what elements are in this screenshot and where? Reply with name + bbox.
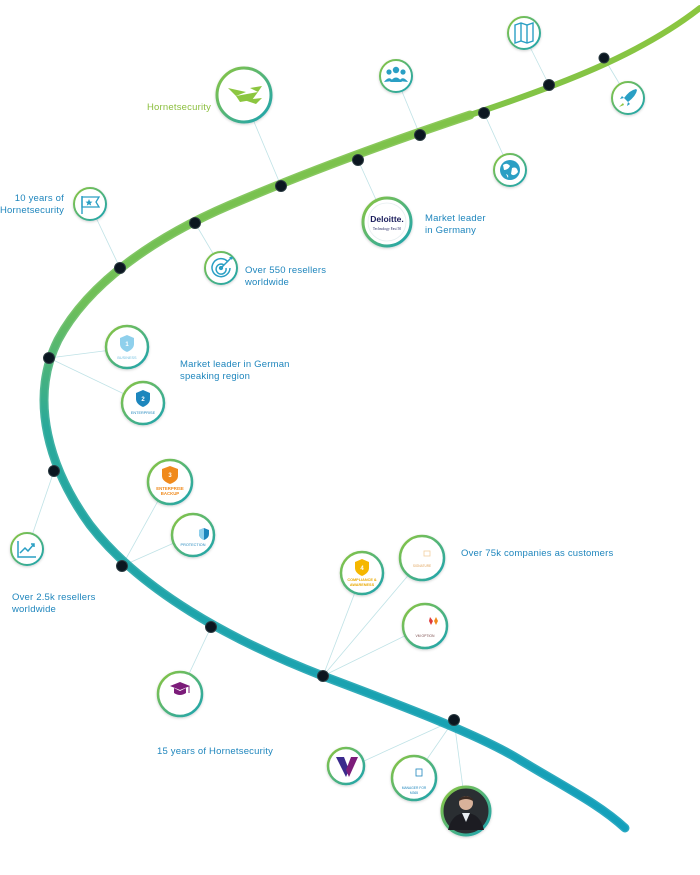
growth-chart-icon (17, 541, 36, 558)
person-photo (448, 796, 484, 830)
milestone-business: 1 BUSINESS (104, 324, 150, 370)
globe-icon (500, 160, 520, 180)
milestone-growth-chart (10, 532, 44, 566)
timeline-dot (317, 670, 329, 682)
business-number: 1 (125, 342, 129, 348)
shield-icon (120, 335, 134, 352)
label-hornetsecurity: Hornetsecurity (147, 102, 212, 113)
label-companies-75k: Over 75k companies as customers (461, 548, 614, 559)
milestone-signature: SIGNATURE (398, 534, 446, 582)
milestone-globe (493, 153, 527, 187)
enterprise-backup-number: 3 (168, 473, 172, 479)
milestone-enterprise-backup: 3 ENTERPRISE BACKUP (146, 458, 194, 506)
compliance-number: 4 (360, 566, 364, 572)
connector-lines (26, 34, 629, 812)
enterprise-backup-label-2: BACKUP (161, 491, 180, 496)
flag-star-icon (81, 196, 101, 214)
compliance-label-1: COMPLIANCE & (347, 578, 377, 582)
timeline-dot (448, 714, 460, 726)
label-resellers-550: Over 550 resellers worldwide (245, 265, 327, 288)
business-label: BUSINESS (117, 356, 137, 360)
timeline-dot (543, 79, 555, 91)
timeline-dot (352, 154, 364, 166)
timeline-dot (598, 52, 610, 64)
timeline-dot (48, 465, 60, 477)
rocket-icon (619, 89, 637, 107)
timeline-dot (43, 352, 55, 364)
milestone-v-logo (326, 746, 366, 786)
v-logo-icon (336, 757, 358, 777)
label-market-leader-german-region: Market leader in German speaking region (180, 359, 290, 382)
milestone-flag (73, 187, 107, 221)
target-icon (211, 257, 233, 278)
milestone-protection: PROTECTION (170, 512, 216, 558)
deloitte-sub: Technology Fast 50 (373, 227, 401, 231)
label-market-leader-germany: Market leader in Germany (425, 213, 486, 236)
protection-label: PROTECTION (181, 543, 206, 547)
timeline-dots (43, 52, 610, 726)
milestone-hornet-logo (215, 66, 273, 124)
milestone-enterprise: 2 ENTERPRISE (120, 380, 166, 426)
milestone-vm-option: VM OPTION (401, 602, 449, 650)
enterprise-label: ENTERPRISE (131, 411, 156, 415)
timeline-dot (275, 180, 287, 192)
vm-option-label: VM OPTION (415, 634, 435, 638)
timeline-dot (116, 560, 128, 572)
milestone-target (204, 251, 238, 285)
manager-label-2: M365 (410, 791, 418, 795)
manager-label-1: MANAGER FOR (402, 786, 427, 790)
timeline-dot (205, 621, 217, 633)
label-fifteen-years: 15 years of Hornetsecurity (157, 746, 274, 757)
label-resellers-2-5k: Over 2.5k resellers worldwide (12, 592, 96, 615)
milestone-graduation (156, 670, 204, 718)
people-icon (384, 66, 408, 82)
hornet-logo-icon (228, 86, 262, 104)
milestone-person (440, 785, 492, 837)
timeline-dot (114, 262, 126, 274)
enterprise-backup-label-1: ENTERPRISE (156, 486, 184, 491)
graduation-cap-icon (170, 682, 190, 695)
milestone-compliance: 4 COMPLIANCE & AWARENESS (339, 550, 385, 596)
enterprise-number: 2 (141, 397, 145, 403)
signature-label: SIGNATURE (413, 564, 431, 568)
shield-icon (136, 390, 150, 407)
signature-icon (423, 550, 431, 557)
milestone-people (379, 59, 413, 93)
shield-icon (355, 559, 369, 576)
shield-icon (162, 466, 178, 484)
timeline-dot (478, 107, 490, 119)
timeline-dot (414, 129, 426, 141)
deloitte-name: Deloitte. (370, 214, 404, 224)
milestone-rocket (611, 81, 645, 115)
vm-option-icon (429, 617, 438, 625)
timeline-dot (189, 217, 201, 229)
milestone-manager-m365: MANAGER FOR M365 (390, 754, 438, 802)
milestone-deloitte: Deloitte. Technology Fast 50 (361, 196, 413, 248)
map-icon (514, 22, 534, 44)
label-ten-years: 10 years of Hornetsecurity (0, 193, 65, 216)
milestone-map (507, 16, 541, 50)
manager-icon (415, 768, 423, 777)
compliance-label-2: AWARENESS (350, 583, 375, 587)
